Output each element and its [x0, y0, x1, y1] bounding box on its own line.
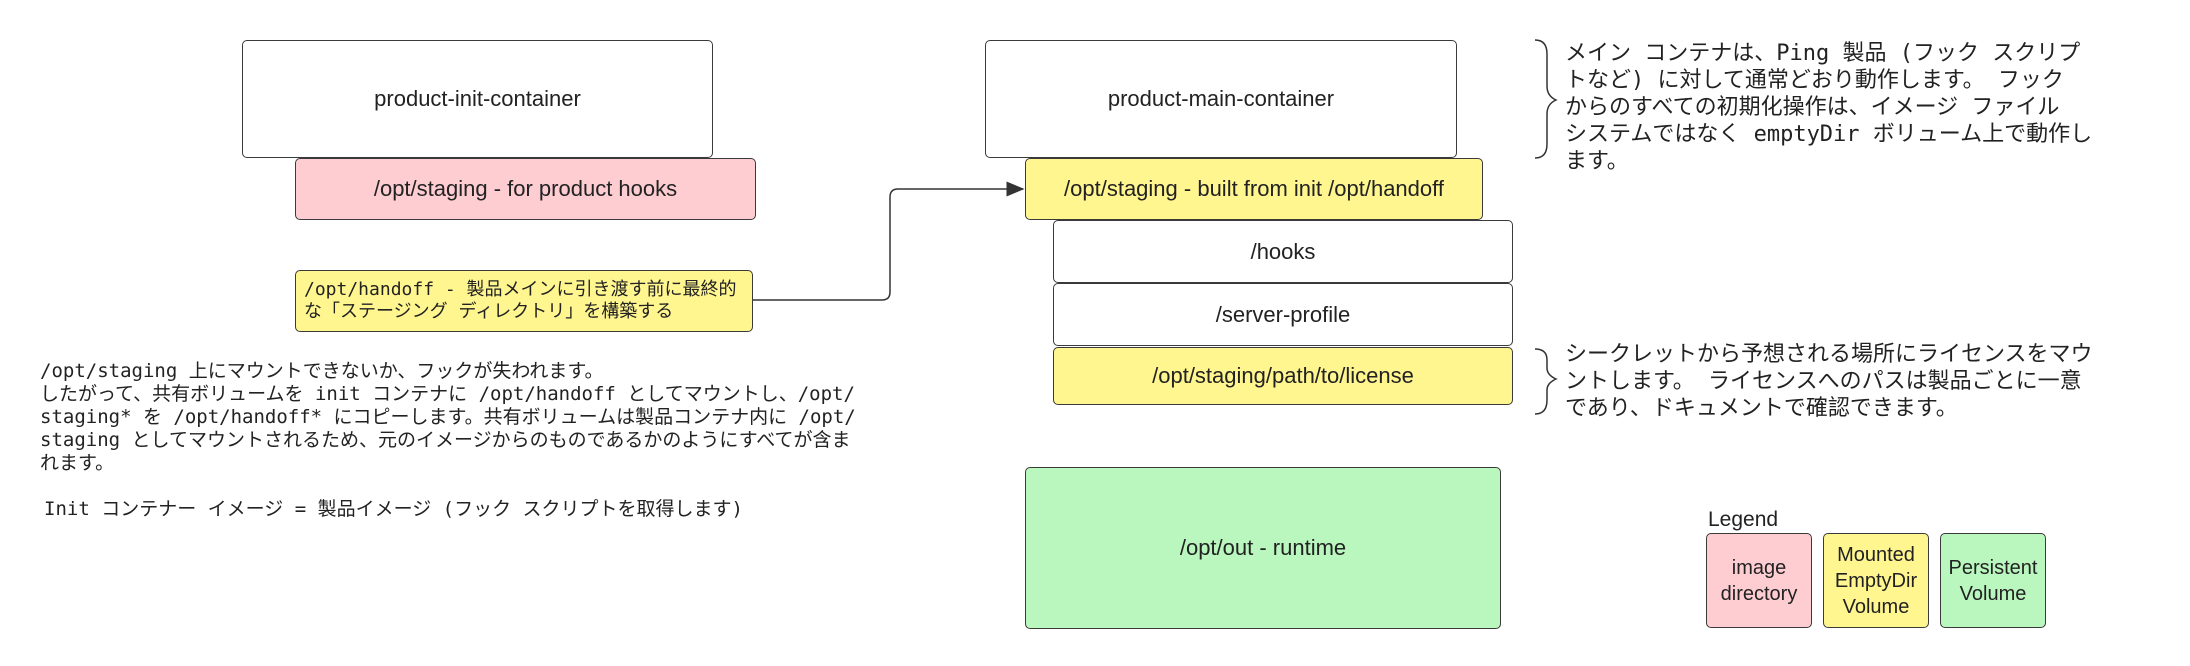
server-profile-label: /server-profile [1215, 301, 1351, 327]
init-image-note: Init コンテナー イメージ = 製品イメージ (フック スクリプトを取得しま… [44, 498, 743, 520]
legend-emptydir-label: Mounted EmptyDir Volume [1834, 543, 1918, 618]
init-staging-volume: /opt/staging - for product hooks [295, 158, 756, 220]
handoff-arrow [753, 181, 1025, 301]
runtime-volume: /opt/out - runtime [1025, 467, 1501, 629]
main-container-note: メイン コンテナは、Ping 製品 (フック スクリプ トなど) に対して通常ど… [1565, 41, 2093, 174]
license-note-brace [1534, 348, 1558, 415]
init-container-title: product-init-container [374, 86, 581, 111]
runtime-label: /opt/out - runtime [1179, 535, 1347, 560]
license-note: シークレットから予想される場所にライセンスをマウ ントします。 ライセンスへのパ… [1565, 342, 2093, 421]
main-container-box: product-main-container [985, 40, 1457, 158]
license-volume: /opt/staging/path/to/license [1053, 347, 1513, 405]
init-container-box: product-init-container [242, 40, 713, 158]
legend-emptydir: Mounted EmptyDir Volume [1823, 533, 1929, 628]
init-staging-label: /opt/staging - for product hooks [373, 176, 678, 201]
server-profile-directory: /server-profile [1053, 283, 1513, 346]
hooks-directory: /hooks [1053, 220, 1513, 283]
main-staging-volume: /opt/staging - built from init /opt/hand… [1025, 158, 1483, 220]
handoff-label: /opt/handoff - 製品メインに引き渡す前に最終的 な「ステージング … [304, 279, 737, 322]
main-note-brace [1534, 39, 1558, 159]
legend-title: Legend [1708, 508, 1779, 531]
legend-image-directory-label: image directory [1720, 556, 1798, 605]
main-container-title: product-main-container [1107, 86, 1335, 111]
legend-persistent-label: Persistent Volume [1948, 556, 2038, 605]
handoff-volume: /opt/handoff - 製品メインに引き渡す前に最終的 な「ステージング … [295, 270, 753, 332]
legend-persistent: Persistent Volume [1940, 533, 2046, 628]
legend-image-directory: image directory [1706, 533, 1812, 628]
hooks-label: /hooks [1250, 238, 1316, 264]
main-staging-label: /opt/staging - built from init /opt/hand… [1064, 176, 1444, 201]
staging-note: /opt/staging 上にマウントできないか、フックが失われます。 したがっ… [40, 360, 856, 474]
license-label: /opt/staging/path/to/license [1152, 363, 1414, 388]
